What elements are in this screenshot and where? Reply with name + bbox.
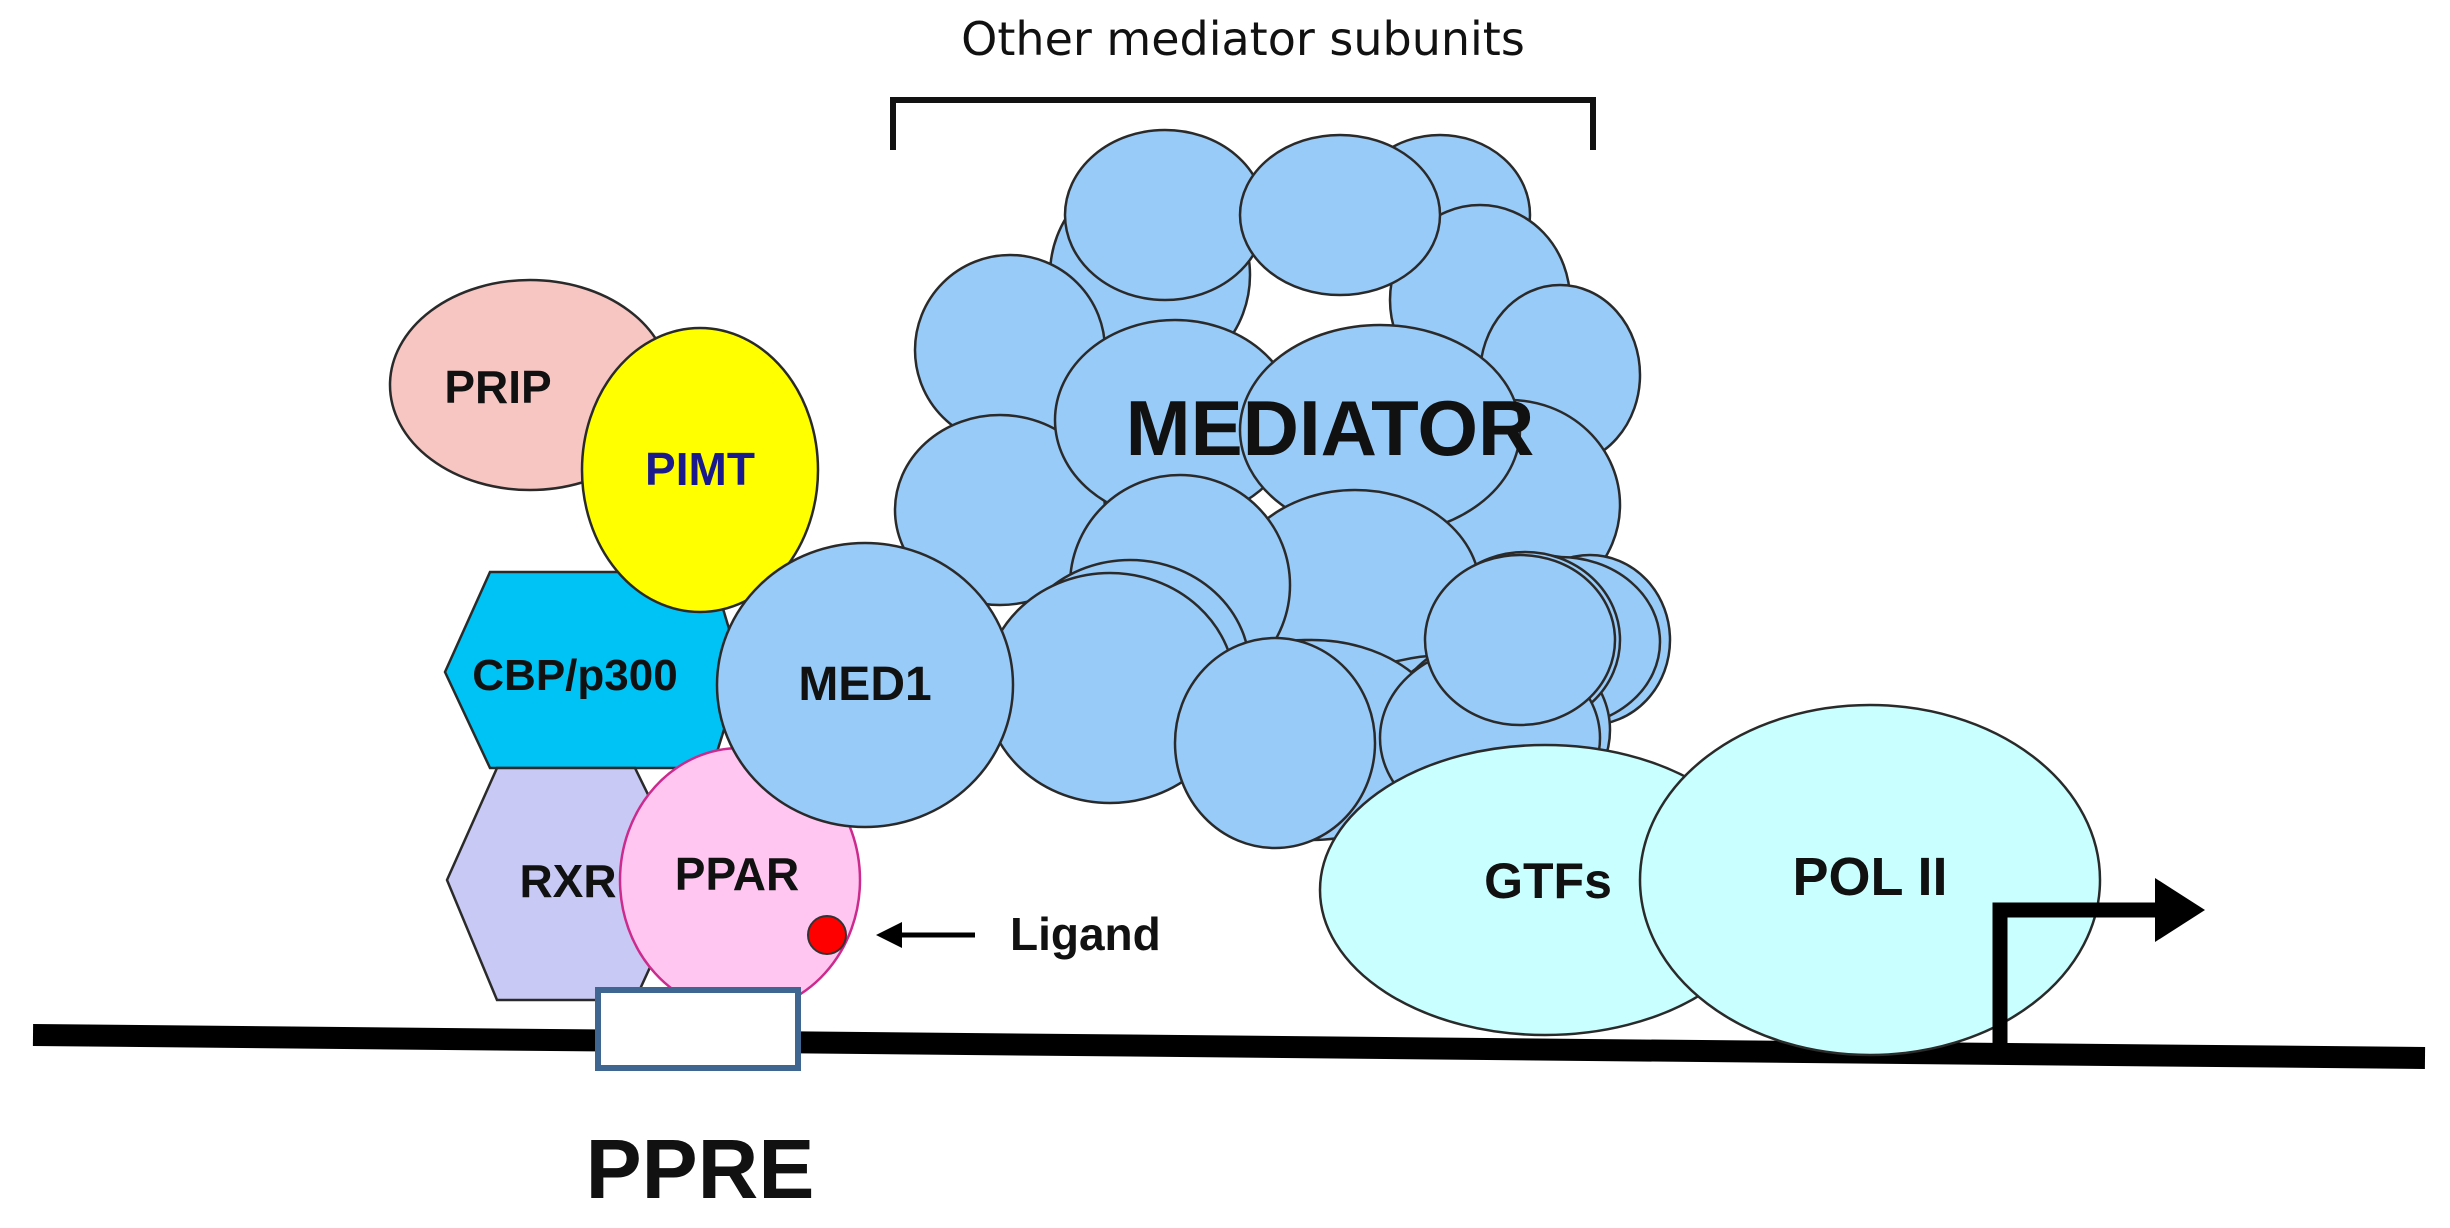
ppre-element [595, 987, 801, 1071]
gtfs-label: GTFs [1484, 853, 1612, 909]
med1-subunit [715, 541, 1015, 829]
prip-label: PRIP [444, 361, 551, 413]
subunits-bracket [890, 97, 1596, 150]
arrow-head-icon [2155, 878, 2205, 942]
pimt-protein [580, 326, 820, 614]
pol2-label: POL II [1792, 847, 1947, 907]
mediator-label: MEDIATOR [1126, 384, 1535, 472]
med1-label: MED1 [798, 658, 931, 711]
mediator-subunit [1173, 636, 1377, 850]
rxr-label: RXR [519, 855, 616, 907]
ppar-label: PPAR [675, 848, 799, 900]
pol2-complex [1638, 703, 2102, 1057]
ligand-arrow-head-icon [876, 922, 902, 948]
ligand-dot [807, 915, 847, 955]
ligand-label: Ligand [1010, 908, 1161, 960]
ppre-label: PPRE [586, 1122, 815, 1216]
mediator-subunit [1063, 128, 1267, 302]
mediator-complex [893, 128, 1672, 850]
mediator-subunit [1423, 553, 1617, 727]
transcription-start-arrow [1992, 902, 2165, 1045]
pimt-label: PIMT [645, 443, 755, 495]
cbp-p300-label: CBP/p300 [472, 651, 677, 700]
other-subunits-label: Other mediator subunits [961, 12, 1525, 66]
mediator-subunit [1238, 133, 1442, 297]
dna-strand [32, 1024, 2426, 1069]
